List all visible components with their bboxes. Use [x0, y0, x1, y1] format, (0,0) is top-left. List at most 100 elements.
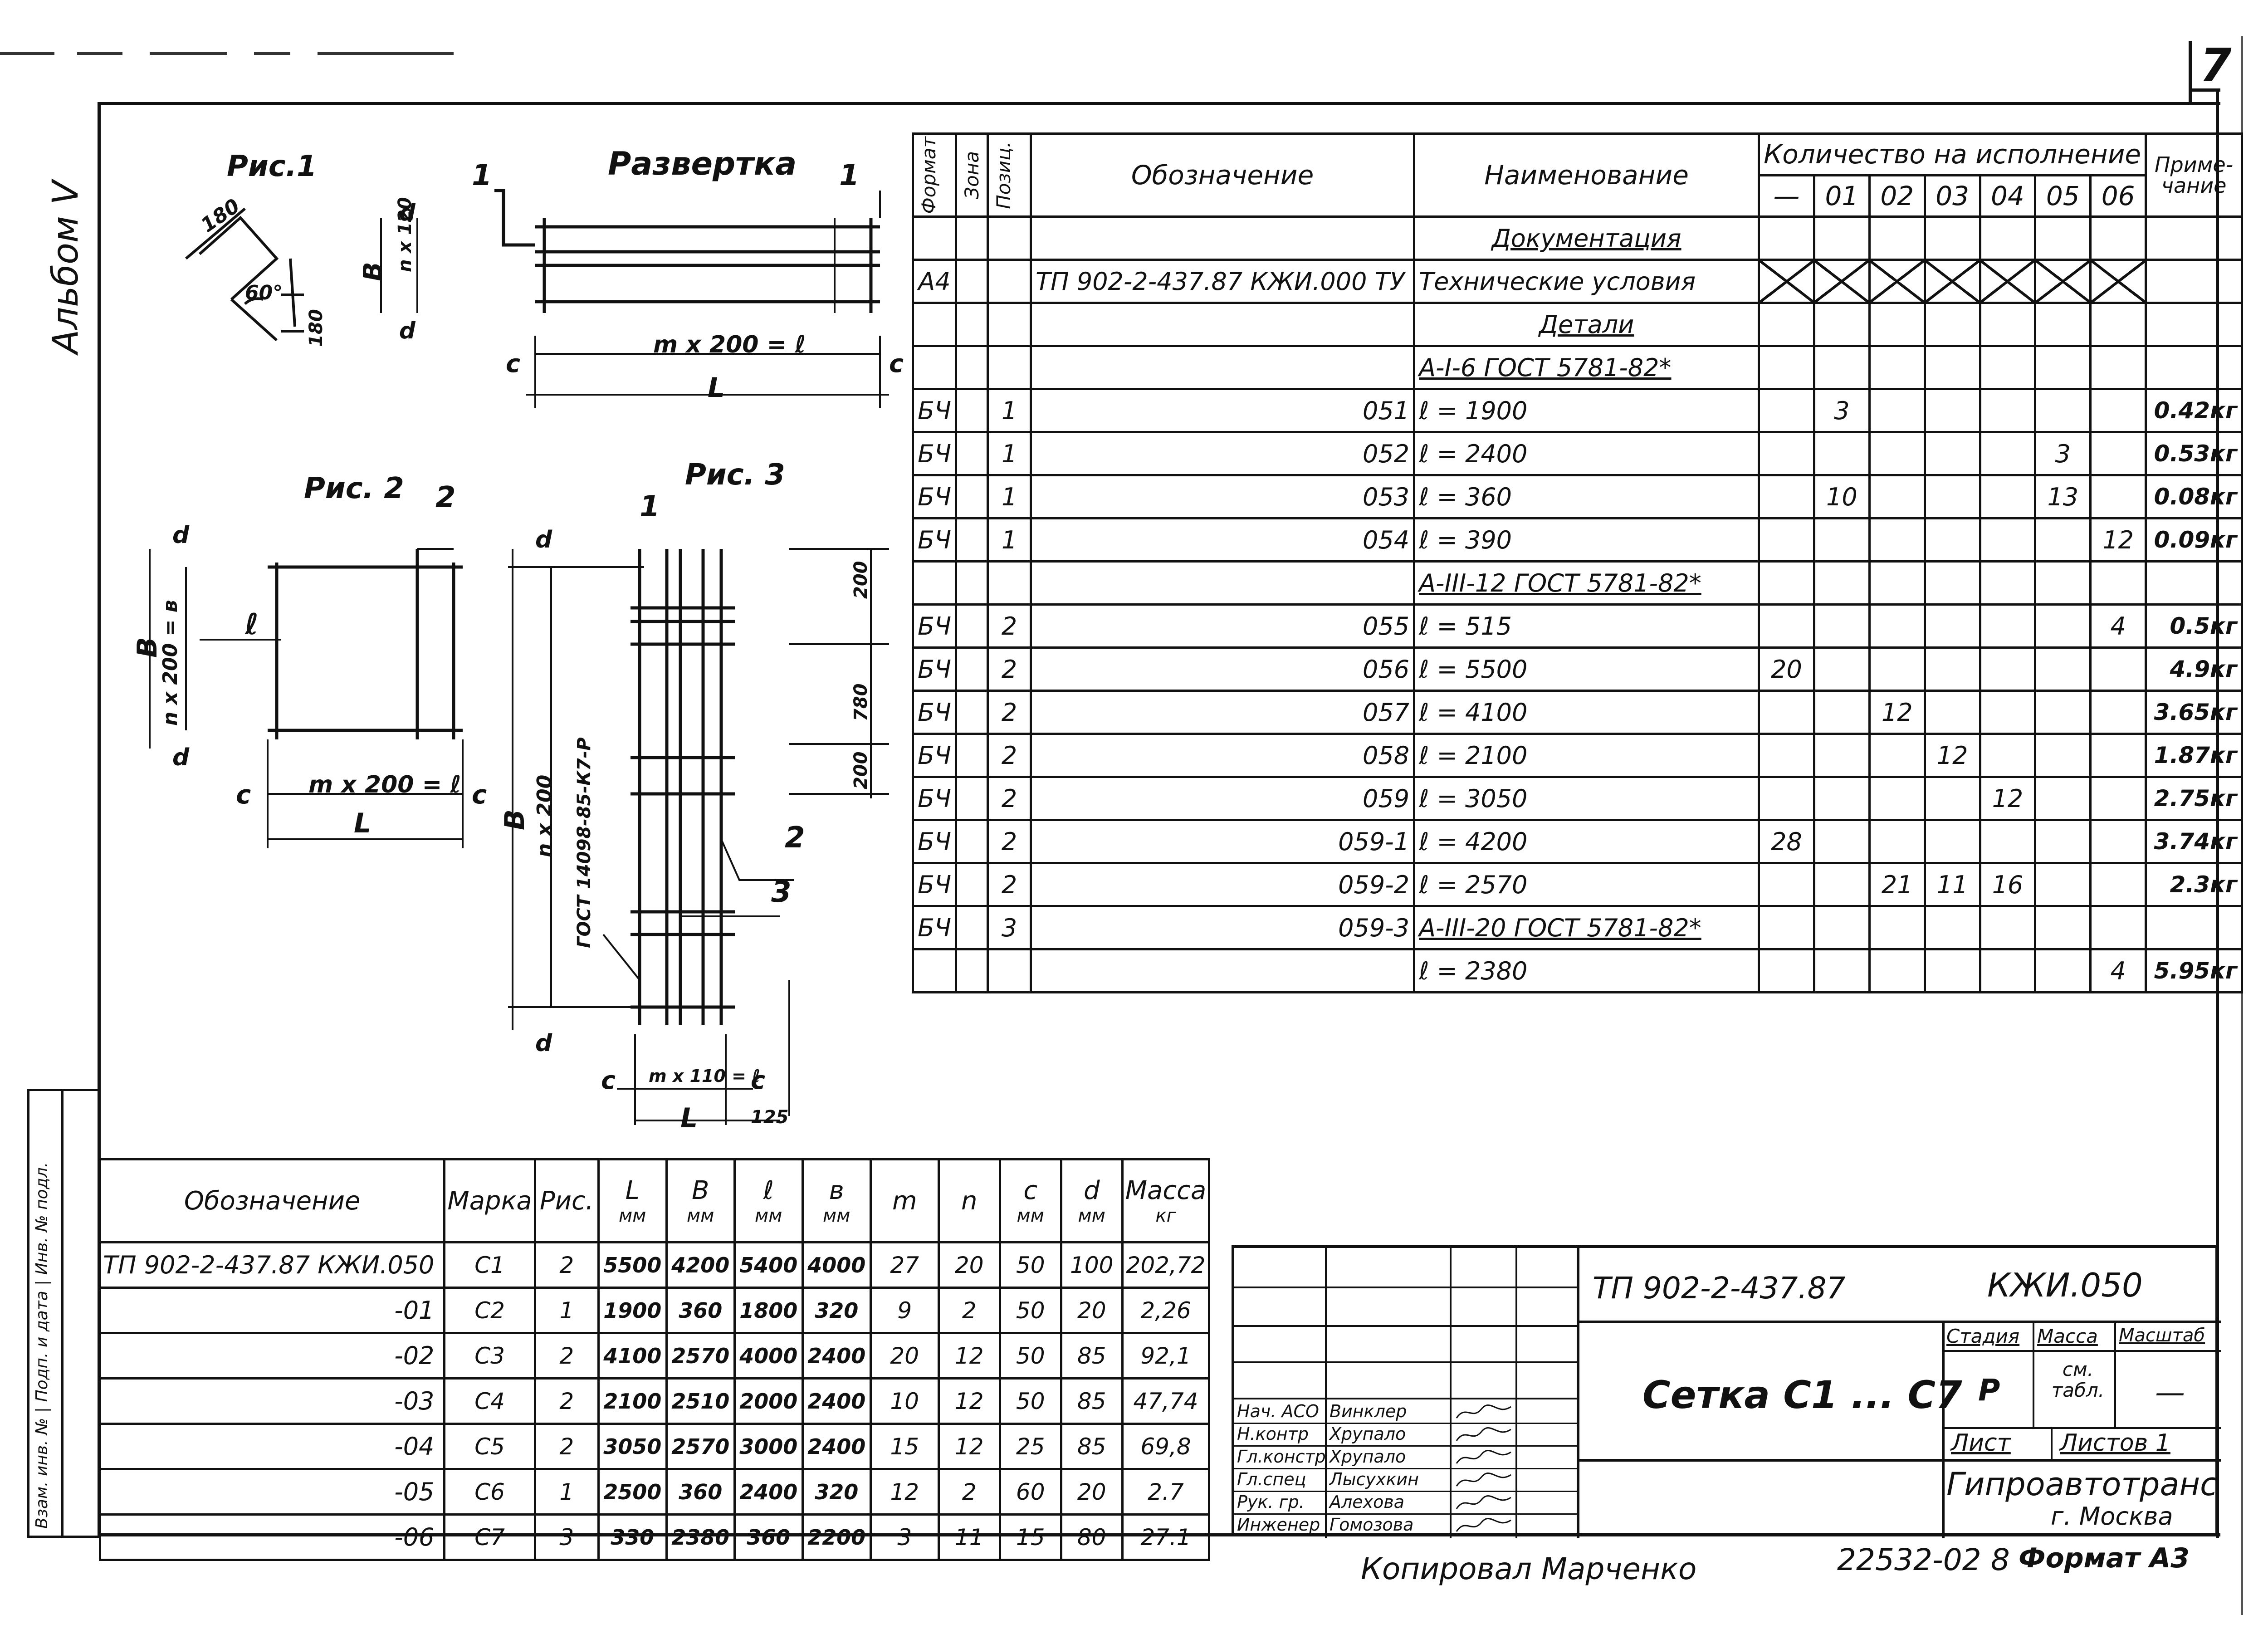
- spec-cell-quantity: [1758, 388, 1815, 434]
- spec-cell-zone: [955, 733, 989, 778]
- spec-cell-quantity: [1979, 388, 2037, 434]
- spec-cell-quantity: [1758, 215, 1815, 261]
- spec-cell-designation: [1030, 345, 1416, 391]
- signer-name: Хрупало: [1330, 1447, 1406, 1467]
- figure-2-drawing: [149, 548, 464, 848]
- params-cell: 12: [869, 1468, 940, 1516]
- spec-cell-quantity: [1868, 948, 1926, 994]
- spec-cell-quantity: [1758, 690, 1815, 735]
- spec-cell-quantity: [1979, 603, 2037, 649]
- params-cell: 15: [998, 1513, 1062, 1561]
- spec-cell-format: [911, 560, 958, 606]
- razvertka-dim-m: m x 200 = ℓ: [653, 331, 806, 358]
- params-header-cell: n: [937, 1158, 1001, 1243]
- spec-cell-quantity: [1813, 215, 1871, 261]
- params-cell: 12: [937, 1332, 1001, 1380]
- figure-3-pos-top: 1: [640, 490, 660, 523]
- tb-vline: [2114, 1321, 2116, 1427]
- spec-cell-name: Документация: [1413, 215, 1760, 261]
- spec-cell-quantity: 3: [1813, 388, 1871, 434]
- spec-cell-position: [987, 302, 1032, 347]
- spec-cell-quantity: [2034, 819, 2092, 865]
- spec-cell-quantity: [2089, 690, 2147, 735]
- params-cell: 80: [1060, 1513, 1124, 1561]
- params-cell: 2570: [665, 1423, 736, 1470]
- tb-grid-line: [1234, 1423, 1577, 1424]
- spec-cell-quantity: [2089, 819, 2147, 865]
- spec-cell-quantity: [1813, 862, 1871, 908]
- spec-cell-quantity: [2089, 345, 2147, 391]
- spec-cell-quantity: [1923, 560, 1981, 606]
- spec-cell-quantity: [1813, 560, 1871, 606]
- spec-cell-quantity: [1923, 819, 1981, 865]
- figure-3-dim-c-left: c: [601, 1066, 616, 1095]
- order-number: 22532-02 8: [1837, 1542, 2010, 1577]
- spec-cell-quantity: [1758, 474, 1815, 520]
- figure-2-dim-L: L: [354, 807, 371, 839]
- figure-1-dim-b: 180: [305, 309, 327, 347]
- params-cell: 15: [869, 1423, 940, 1470]
- spec-cell-quantity: [1979, 646, 2037, 692]
- spec-cell-quantity: [1758, 733, 1815, 778]
- tb-vline: [1942, 1321, 1945, 1538]
- spec-cell-designation: [1030, 560, 1416, 606]
- signer-role: Гл.констр: [1237, 1447, 1326, 1467]
- tb-vline: [2033, 1321, 2034, 1427]
- params-cell: 69,8: [1121, 1423, 1211, 1470]
- params-cell: 2.7: [1121, 1468, 1211, 1516]
- figure-2-dim-c-left: c: [236, 780, 251, 810]
- spec-cell-quantity: [1979, 474, 2037, 520]
- params-cell: С2: [443, 1287, 536, 1334]
- signature-mark: [1456, 1427, 1511, 1441]
- spec-cell-position: 3: [987, 905, 1032, 951]
- spec-cell-position: [987, 560, 1032, 606]
- params-cell: 12: [937, 1377, 1001, 1425]
- params-header-label: Рис.: [539, 1186, 594, 1216]
- spec-cell-quantity: [1868, 259, 1926, 304]
- spec-cell-format: [911, 302, 958, 347]
- spec-cell-designation: 051: [1030, 388, 1416, 434]
- spec-cell-quantity: [1868, 388, 1926, 434]
- spec-cell-quantity: [2034, 259, 2092, 304]
- spec-cell-quantity: [1758, 431, 1815, 477]
- figure-3-title: Рис. 3: [685, 458, 785, 492]
- params-header-label: ℓ: [763, 1175, 774, 1205]
- spec-cell-zone: [955, 646, 989, 692]
- params-cell: 2400: [801, 1332, 872, 1380]
- spec-cell-note: 0.09кг: [2145, 517, 2244, 563]
- params-header-unit: мм: [755, 1205, 782, 1226]
- spec-cell-quantity: [1868, 733, 1926, 778]
- frame-page-box: [2189, 41, 2192, 102]
- params-cell: С6: [443, 1468, 536, 1516]
- spec-cell-quantity: [1979, 302, 2037, 347]
- spec-cell-position: [987, 259, 1032, 304]
- figure-3-pos-2: 2: [785, 821, 805, 855]
- spec-header-name: Наименование: [1413, 132, 1760, 218]
- figure-3-drawing: [508, 548, 889, 1125]
- params-cell: 20: [869, 1332, 940, 1380]
- params-cell: 60: [998, 1468, 1062, 1516]
- params-cell: 1: [533, 1468, 600, 1516]
- spec-cell-quantity: 13: [2034, 474, 2092, 520]
- params-header-label: c: [1023, 1175, 1038, 1205]
- signature-mark: [1456, 1495, 1511, 1509]
- params-cell: 3050: [597, 1423, 668, 1470]
- format-label: Формат А3: [2019, 1542, 2190, 1574]
- spec-cell-designation: 052: [1030, 431, 1416, 477]
- params-cell-designation: ТП 902-2-437.87 КЖИ.050: [98, 1241, 446, 1289]
- spec-cell-quantity: [2089, 474, 2147, 520]
- spec-cell-quantity: [2034, 302, 2092, 347]
- params-cell: 2510: [665, 1377, 736, 1425]
- figure-3-dim-200a: 200: [850, 561, 871, 599]
- spec-cell-quantity: [1923, 388, 1981, 434]
- spec-cell-position: 2: [987, 603, 1032, 649]
